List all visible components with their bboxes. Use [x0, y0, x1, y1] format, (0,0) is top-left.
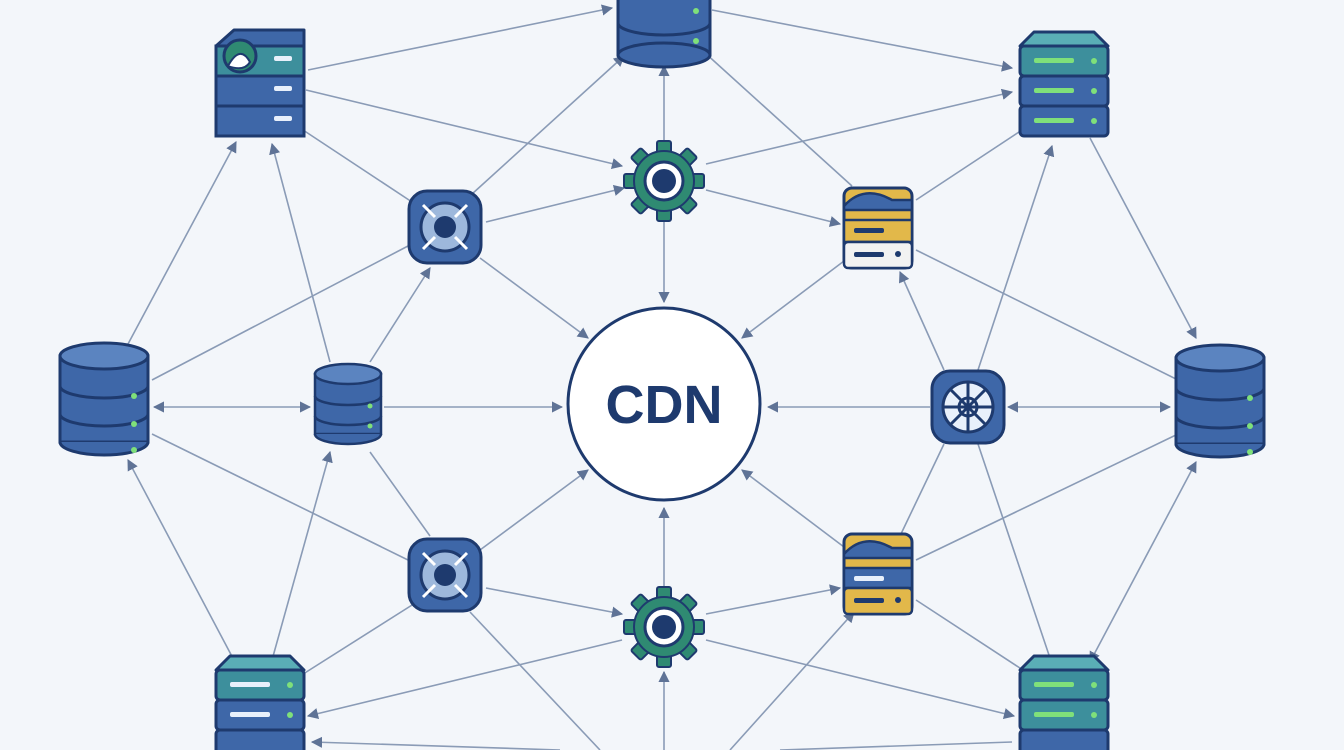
- storage-top-left[interactable]: [214, 28, 306, 138]
- edge-server-tr-db-right: [915, 249, 1179, 381]
- edge-router-server-tr: [899, 270, 945, 371]
- edge-db-inner-left-storage-tl: [269, 142, 331, 363]
- database-icon: [1174, 343, 1266, 459]
- edge-storage-tr-db-right: [1089, 137, 1197, 339]
- cdn-hub-circle: [566, 306, 762, 502]
- router-right[interactable]: [930, 369, 1006, 445]
- edge-hub-tl-db-top: [471, 55, 625, 195]
- edge-server-br-bottom: [729, 611, 855, 750]
- edge-storage-tl-db-top: [307, 4, 614, 71]
- database-top[interactable]: [616, 0, 712, 69]
- edge-server-br-db-right: [915, 433, 1179, 561]
- edge-gear-top-server-tr: [705, 189, 842, 227]
- edge-server-top-right-hub: [741, 257, 849, 339]
- edge-db-left-hub-tl: [151, 245, 409, 381]
- database-inner-left[interactable]: [313, 362, 383, 446]
- edge-db-top-storage-tr: [711, 9, 1014, 72]
- edge-hub-bl-gear-bottom: [485, 587, 624, 618]
- gear-icon: [623, 140, 705, 222]
- connections: [127, 4, 1197, 750]
- database-icon: [58, 341, 150, 457]
- edge-router-storage-br: [977, 443, 1053, 665]
- database-icon: [313, 362, 383, 446]
- cdn-hub-label: CDN: [606, 375, 723, 435]
- storage-rack-icon: [1018, 654, 1110, 750]
- edge-db-inner-left-hub-bl: [369, 451, 431, 537]
- edge-storage-tl-hub-tl: [299, 127, 413, 203]
- cdn-hub[interactable]: CDN: [566, 306, 762, 502]
- database-left[interactable]: [58, 341, 150, 457]
- gear-icon: [623, 586, 705, 668]
- storage-rack-user-icon: [214, 28, 306, 138]
- edge-hub-tl-gear-top: [485, 184, 626, 223]
- database-right[interactable]: [1174, 343, 1266, 459]
- edge-router-storage-tr: [977, 144, 1055, 371]
- gear-top[interactable]: [623, 140, 705, 222]
- edge-storage-tl-gear-top: [305, 89, 624, 170]
- edge-storage-br-bottom: [779, 741, 1013, 750]
- server-top-right[interactable]: [842, 186, 914, 270]
- storage-bottom-right[interactable]: [1018, 654, 1110, 750]
- edge-db-left-hub-bl: [151, 433, 409, 561]
- database-icon: [616, 0, 712, 69]
- storage-rack-icon: [1018, 30, 1110, 138]
- edge-hub-bl-bottom: [469, 611, 601, 750]
- edge-db-left-storage-bl: [127, 459, 237, 665]
- network-hub-top-left[interactable]: [407, 189, 483, 265]
- edge-db-top-server-tr: [703, 51, 853, 187]
- edge-db-inner-left-hub-tl: [369, 267, 431, 363]
- edge-db-left-storage-tl: [127, 141, 237, 345]
- network-hub-bottom-left[interactable]: [407, 537, 483, 613]
- network-hub-icon: [407, 189, 483, 265]
- edge-db-inner-left-storage-bl: [271, 450, 333, 661]
- edge-router-server-br: [899, 443, 945, 537]
- edge-storage-bl-gear-bottom: [306, 639, 623, 720]
- storage-rack-icon: [214, 654, 306, 750]
- edge-gear-bottom-server-br: [705, 584, 842, 615]
- edge-server-br-storage-br: [915, 599, 1027, 673]
- edge-server-tr-storage-tr: [915, 129, 1023, 201]
- storage-top-right[interactable]: [1018, 30, 1110, 138]
- edge-server-bottom-right-hub: [741, 469, 849, 551]
- edge-storage-bl-hub-bl: [299, 599, 421, 677]
- router-icon: [930, 369, 1006, 445]
- server-bottom-right[interactable]: [842, 532, 914, 616]
- server-gold-icon: [842, 532, 914, 616]
- edge-db-right-storage-br: [1089, 461, 1197, 663]
- server-gold-icon: [842, 186, 914, 270]
- edge-hub-top-left-hub: [479, 257, 589, 339]
- edge-gear-top-storage-tr: [705, 88, 1014, 165]
- network-hub-icon: [407, 537, 483, 613]
- edge-gear-bottom-storage-br: [705, 639, 1016, 720]
- edge-storage-bl-bottom: [310, 736, 561, 750]
- storage-bottom-left[interactable]: [214, 654, 306, 750]
- gear-bottom[interactable]: [623, 586, 705, 668]
- edge-hub-bottom-left-hub: [479, 469, 589, 551]
